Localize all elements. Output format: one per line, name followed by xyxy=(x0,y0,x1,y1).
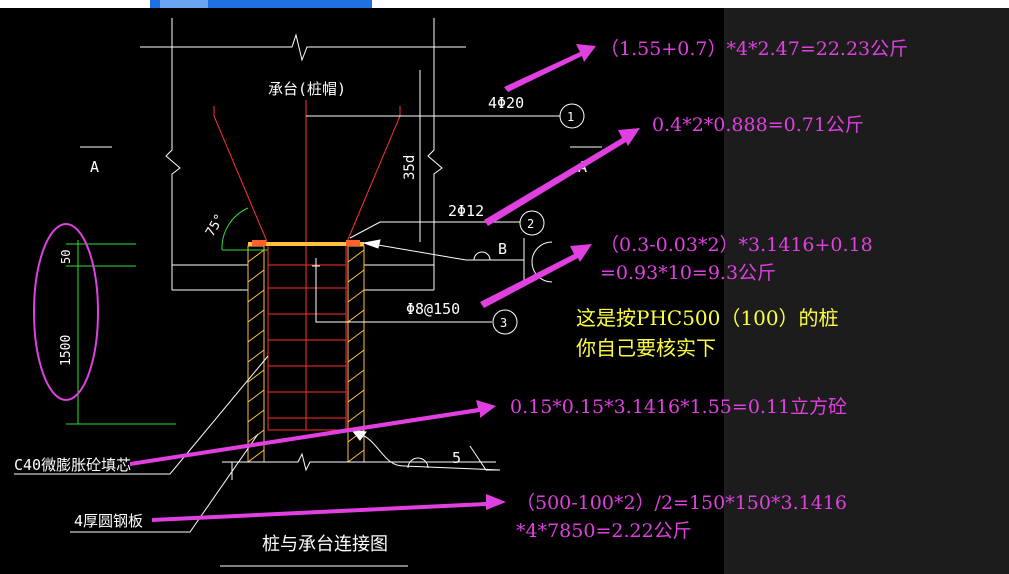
fill-leader xyxy=(14,355,269,475)
calc-annotation-4: 0.15*0.15*3.1416*1.55=0.11立方砼 xyxy=(510,396,848,418)
anchor-rebars xyxy=(213,100,401,431)
marker-1: 1 xyxy=(567,110,574,124)
dim-top-label: 50 xyxy=(59,250,73,264)
active-tab[interactable] xyxy=(150,0,372,8)
vertical-dimensions xyxy=(66,240,176,425)
detail-b-label: B xyxy=(498,240,507,258)
note-line-1: 这是按PHC500（100）的桩 xyxy=(576,306,839,330)
arrow-4 xyxy=(130,400,496,466)
detail-b-callout xyxy=(362,238,553,284)
steel-plate xyxy=(248,240,364,246)
arrow-5 xyxy=(152,494,506,522)
pile-cap-outline xyxy=(165,47,443,291)
leader-2 xyxy=(349,210,545,239)
detail-5-label: 5 xyxy=(452,449,461,467)
calc-annotation-3-line1: （0.3-0.03*2）*3.1416+0.18 xyxy=(600,234,873,256)
cap-label: 承台(桩帽) xyxy=(268,80,346,98)
drawing-title: 桩与承台连接图 xyxy=(262,534,388,555)
anchor-length-label: 35d xyxy=(402,155,418,180)
calc-annotation-2: 0.4*2*0.888=0.71公斤 xyxy=(652,114,864,136)
angle-marker xyxy=(221,207,268,251)
detail-5-callout xyxy=(350,429,501,471)
arrow-1 xyxy=(504,44,596,92)
arrow-3 xyxy=(480,244,592,308)
calc-annotation-5-line1: （500-100*2）/2=150*150*3.1416 xyxy=(516,492,847,514)
calc-annotation-5-line2: *4*7850=2.22公斤 xyxy=(516,520,692,542)
plate-leader xyxy=(70,433,259,533)
calc-annotation-3-line2: =0.93*10=9.3公斤 xyxy=(600,262,777,284)
leader-1 xyxy=(306,103,585,129)
arrow-2 xyxy=(484,128,640,226)
section-label-left: A xyxy=(90,158,99,176)
window-top-bar xyxy=(0,0,1009,8)
rebar-3-label: Φ8@150 xyxy=(406,300,460,318)
rebar-2-label: 2Φ12 xyxy=(448,202,484,220)
top-break-line xyxy=(140,18,466,62)
fill-label: C40微膨胀砼填芯 xyxy=(14,456,131,474)
rebar-1-label: 4Φ20 xyxy=(488,94,524,112)
pile-wall-left xyxy=(247,245,265,463)
dimension-highlight-ellipse xyxy=(33,223,99,401)
marker-3: 3 xyxy=(500,316,507,330)
note-line-2: 你自己要核实下 xyxy=(576,336,716,360)
plate-label: 4厚圆钢板 xyxy=(74,512,143,530)
dim-main-label: 1500 xyxy=(59,335,74,366)
annotation-arrows xyxy=(130,44,640,522)
leader-3 xyxy=(312,258,518,335)
tab-highlight xyxy=(160,0,208,8)
calc-annotation-1: （1.55+0.7）*4*2.47=22.23公斤 xyxy=(600,38,909,60)
marker-2: 2 xyxy=(527,217,534,231)
dark-background-panel xyxy=(724,8,1009,574)
